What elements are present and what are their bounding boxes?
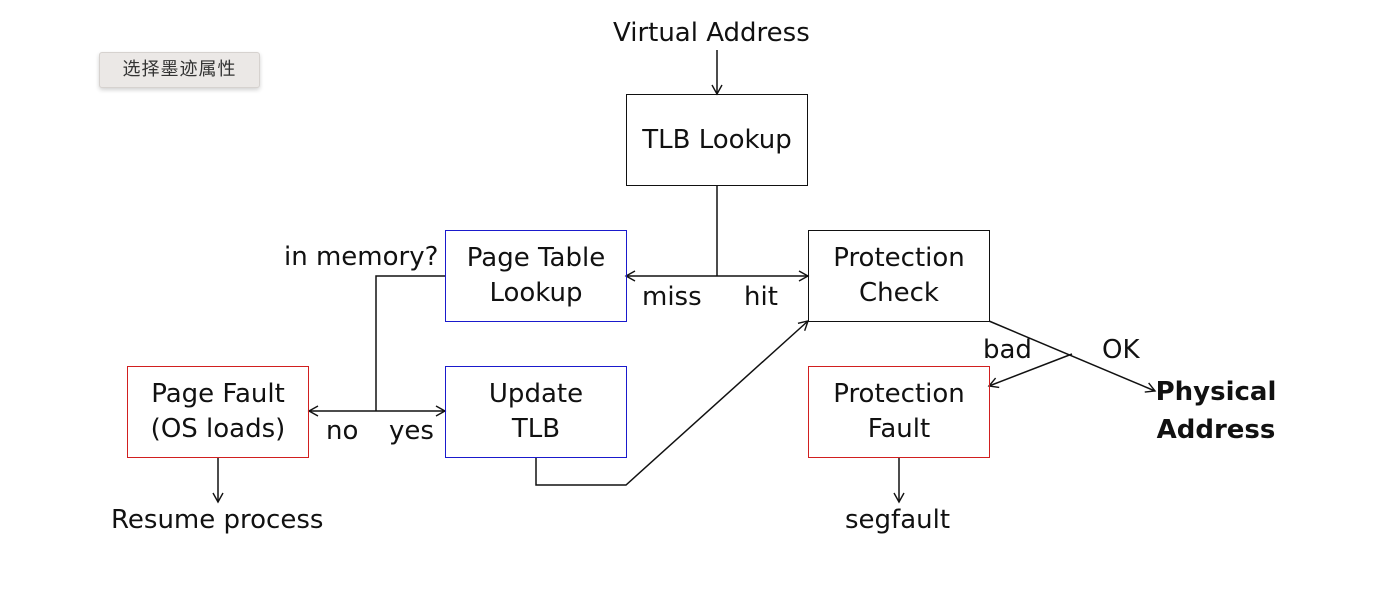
physical-address-line2: Address <box>1156 415 1276 445</box>
page-fault-box: Page Fault (OS loads) <box>127 366 309 458</box>
protection-check-line1: Protection <box>833 243 965 273</box>
edge-label-in-memory: in memory? <box>284 242 439 272</box>
edge-label-bad: bad <box>983 335 1032 365</box>
protection-check-line2: Check <box>859 278 939 308</box>
update-tlb-line2: TLB <box>511 414 561 444</box>
line-in-memory <box>375 275 445 411</box>
update-tlb-line1: Update <box>488 379 584 409</box>
edge-label-hit: hit <box>744 282 778 312</box>
protection-fault-line1: Protection <box>833 379 965 409</box>
physical-address-line1: Physical <box>1155 377 1277 407</box>
protection-check-box: Protection Check <box>808 230 990 322</box>
page-fault-line2: (OS loads) <box>150 414 286 444</box>
arrow-bad <box>987 353 1073 389</box>
tlb-lookup-box: TLB Lookup <box>626 94 808 186</box>
tlb-lookup-label: TLB Lookup <box>642 124 792 155</box>
physical-address-output: Physical Address <box>1150 373 1282 449</box>
resume-process-output: Resume process <box>111 505 324 535</box>
page-fault-line1: Page Fault <box>151 379 285 409</box>
edge-label-yes: yes <box>389 416 434 446</box>
page-table-lookup-line1: Page Table <box>466 243 606 273</box>
arrow-update-to-check <box>535 320 810 486</box>
arrow-ok <box>988 320 1157 393</box>
protection-fault-line2: Fault <box>867 414 931 444</box>
page-table-lookup-line2: Lookup <box>489 278 583 308</box>
virtual-address-label: Virtual Address <box>613 18 810 48</box>
edge-label-miss: miss <box>642 282 702 312</box>
page-table-lookup-box: Page Table Lookup <box>445 230 627 322</box>
segfault-output: segfault <box>845 505 951 535</box>
update-tlb-box: Update TLB <box>445 366 627 458</box>
protection-fault-box: Protection Fault <box>808 366 990 458</box>
ink-properties-button[interactable]: 选择墨迹属性 <box>99 52 260 88</box>
edge-label-no: no <box>326 416 359 446</box>
edge-label-ok: OK <box>1102 335 1140 365</box>
